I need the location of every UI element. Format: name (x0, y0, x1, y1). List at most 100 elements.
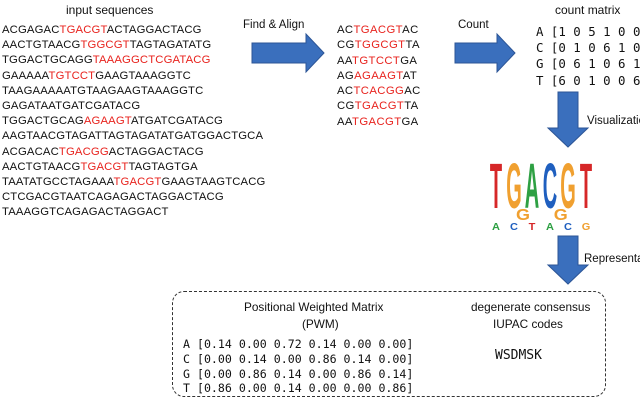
aligned-sequence-line: AGAGAAGTAT (337, 69, 421, 84)
count-matrix-row: C [0 1 0 6 1 0] (536, 40, 640, 56)
aligned-sequence-post: TA (404, 100, 419, 113)
aligned-sequence-post: AC (402, 24, 419, 36)
consensus-subtitle: IUPAC codes (493, 317, 563, 331)
input-sequence-post: ATGATCGATACG (131, 115, 223, 128)
aligned-sequence-pre: AG (337, 69, 355, 82)
input-sequence-line: TAATATGCCTAGAAATGACGTGAAGTAAGTCACG (2, 175, 266, 190)
input-sequence-post: TAGTAGTGA (128, 160, 198, 173)
aligned-sequence-motif: TGGCGT (354, 39, 406, 52)
aligned-sequence-line: AATGTCCTGA (337, 54, 421, 69)
count-matrix-values: [0 1 0 6 1 0] (550, 40, 640, 56)
input-sequence-pre: ACGACAC (2, 145, 59, 158)
visualization-arrow-icon (546, 91, 590, 148)
input-sequence-post: GAAGTAAAGGTC (95, 69, 191, 82)
input-sequence-line: AAGTAACGTAGATTAGTAGATATGATGGACTGCA (2, 129, 266, 144)
representation-box (172, 291, 606, 397)
logo-bottom-letter: C (564, 221, 572, 232)
input-sequence-motif: TGTCCT (48, 69, 96, 82)
input-sequence-line: AACTGTAACGTGGCGTTAGTAGATATG (2, 38, 266, 53)
pwm-row: C [0.00 0.14 0.00 0.86 0.14 0.00] (183, 352, 413, 367)
input-sequence-motif: TGACGT (113, 176, 162, 189)
count-matrix-values: [0 6 1 0 6 1] (550, 56, 640, 72)
pwm-values: [0.86 0.00 0.14 0.00 0.00 0.86] (196, 381, 414, 396)
input-sequence-line: ACGAGACTGACGTACTAGGACTACG (2, 23, 266, 38)
input-sequence-motif: AGAAGT (83, 115, 131, 128)
input-sequence-line: TGGACTGCAGAGAAGTATGATCGATACG (2, 114, 266, 129)
input-sequence-pre: CTCGACGTAATCAGAGACTAGGACTACG (2, 191, 224, 204)
count-matrix-row: T [6 0 1 0 0 6] (536, 73, 640, 89)
input-sequence-pre: TAATATGCCTAGAAA (2, 176, 114, 189)
aligned-sequence-line: ACTGACGTAC (337, 23, 421, 38)
pwm-base-label: G (183, 366, 197, 381)
input-sequence-motif: TGACGT (80, 160, 129, 173)
pwm-row: G [0.00 0.86 0.14 0.00 0.86 0.14] (183, 367, 413, 382)
representation-arrow-icon (546, 235, 590, 285)
pwm-base-label: A (183, 337, 197, 351)
count-matrix-base-label: G (536, 56, 551, 72)
input-sequence-pre: TGGACTGCAGG (2, 54, 93, 67)
input-sequence-motif: TGACGG (58, 145, 109, 158)
logo-bottom-letter: A (546, 221, 554, 232)
aligned-sequence-line: CGTGGCGTTA (337, 38, 421, 53)
count-matrix-row: G [0 6 1 0 6 1] (536, 56, 640, 72)
aligned-sequence-line: CGTGACGTTA (337, 99, 421, 114)
input-sequence-line: TAAAGGTCAGAGACTAGGACT (2, 205, 266, 220)
aligned-sequence-line: AATGACGTGA (337, 115, 421, 130)
input-sequence-motif: TGACGT (59, 24, 107, 36)
pwm-matrix: A [0.14 0.00 0.72 0.14 0.00 0.00]C [0.00… (183, 337, 413, 396)
input-sequence-pre: TAAGAAAAATGTAAGAAGTAAAGGTC (2, 84, 204, 97)
count-matrix-values: [6 0 1 0 0 6] (550, 72, 640, 88)
input-sequence-pre: TGGACTGCAG (2, 115, 84, 128)
input-sequence-motif: TAAAGGCTCGATACG (92, 54, 211, 67)
pwm-row: A [0.14 0.00 0.72 0.14 0.00 0.00] (183, 337, 413, 352)
logo-top-letter: T (580, 151, 592, 223)
pwm-subtitle: (PWM) (302, 317, 339, 331)
logo-bottom-letter: T (529, 221, 536, 232)
input-sequence-motif: TGGCGT (80, 39, 130, 52)
aligned-sequence-post: AC (404, 85, 421, 98)
logo-top-letter: T (490, 151, 502, 223)
aligned-sequence-pre: AC (337, 24, 354, 36)
aligned-sequence-pre: AA (337, 54, 353, 67)
aligned-sequence-post: GA (400, 54, 418, 67)
count-matrix: A [1 0 5 1 0 0]C [0 1 0 6 1 0]G [0 6 1 0… (536, 24, 640, 89)
input-sequence-post: ACTAGGACTACG (108, 145, 204, 158)
aligned-sequence-pre: AC (337, 85, 354, 98)
input-sequence-post: GAAGTAAGTCACG (161, 176, 266, 189)
pwm-values: [0.14 0.00 0.72 0.14 0.00 0.00] (196, 337, 414, 351)
aligned-sequence-motif: TGACGT (353, 24, 403, 36)
logo-top-letter: C (543, 151, 557, 223)
input-sequence-pre: ACGAGAC (2, 24, 60, 36)
input-sequence-line: CTCGACGTAATCAGAGACTAGGACTACG (2, 190, 266, 205)
count-matrix-row: A [1 0 5 1 0 0] (536, 24, 640, 40)
input-sequences-title: input sequences (66, 3, 154, 17)
input-sequence-pre: TAAAGGTCAGAGACTAGGACT (2, 206, 169, 219)
pwm-row: T [0.86 0.00 0.14 0.00 0.00 0.86] (183, 381, 413, 396)
logo-top-letter: G (506, 151, 522, 223)
consensus-value: WSDMSK (495, 348, 542, 363)
count-label: Count (458, 19, 489, 31)
pwm-values: [0.00 0.86 0.14 0.00 0.86 0.14] (196, 366, 414, 381)
count-matrix-base-label: C (536, 40, 551, 56)
count-matrix-base-label: A (536, 24, 551, 39)
aligned-sequence-pre: CG (337, 100, 355, 113)
count-matrix-title: count matrix (555, 3, 621, 17)
count-matrix-base-label: T (536, 72, 551, 88)
aligned-sequence-motif: TGACGT (352, 115, 402, 128)
pwm-title: Positional Weighted Matrix (244, 300, 384, 314)
pwm-base-label: T (183, 381, 197, 396)
logo-secondary-letter: G (516, 206, 530, 224)
pwm-values: [0.00 0.14 0.00 0.86 0.14 0.00] (196, 351, 414, 366)
aligned-sequence-motif: TGTCCT (352, 54, 401, 67)
aligned-sequence-post: GA (401, 115, 419, 128)
aligned-sequence-motif: TCACGG (353, 85, 405, 98)
aligned-sequence-pre: CG (337, 39, 355, 52)
aligned-sequence-line: ACTCACGGAC (337, 84, 421, 99)
aligned-sequence-post: AT (402, 69, 418, 82)
aligned-sequence-motif: AGAAGT (354, 69, 403, 82)
input-sequence-line: GAAAAATGTCCTGAAGTAAAGGTC (2, 69, 266, 84)
